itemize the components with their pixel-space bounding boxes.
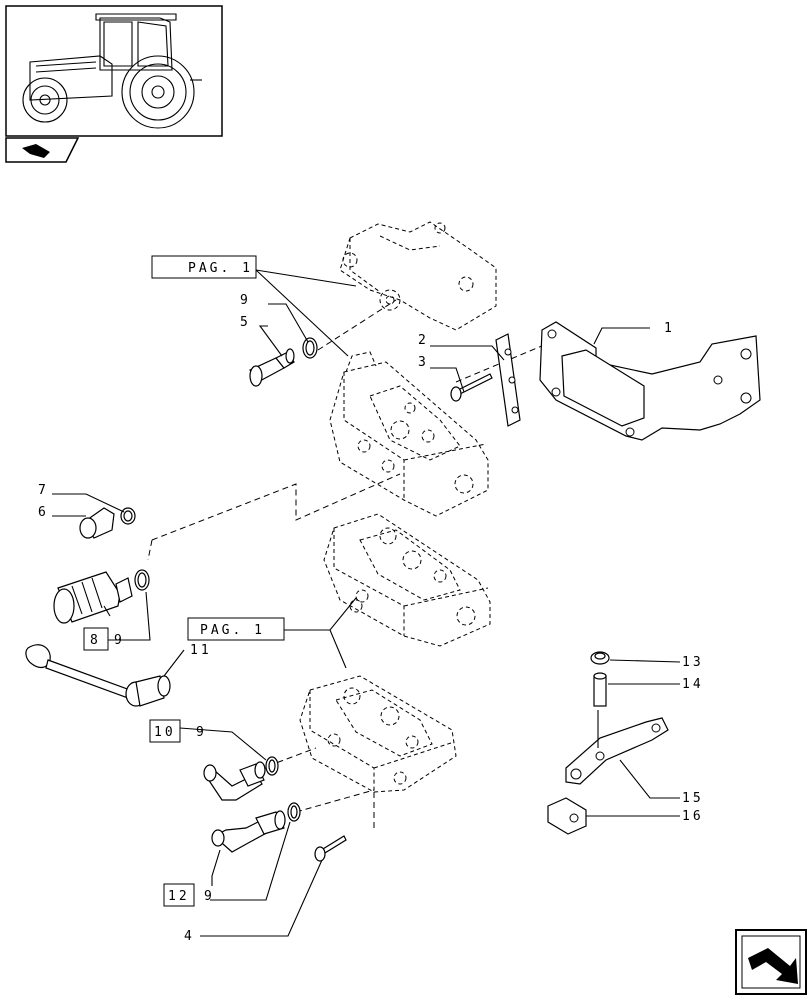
- callout-9-elbow-lower: 9: [204, 889, 215, 904]
- part-9-oring-top[interactable]: [302, 337, 318, 359]
- ref-pag-top-label: PAG. 1: [188, 261, 253, 276]
- leader-lines: [52, 303, 681, 937]
- part-9-oring-elbow-lower[interactable]: [287, 802, 301, 822]
- part-1-bracket[interactable]: [539, 321, 761, 441]
- part-9-oring-elbow[interactable]: [265, 756, 279, 776]
- part-14-pin[interactable]: [593, 672, 607, 707]
- part-3-screw[interactable]: [450, 373, 493, 402]
- callout-7: 7: [38, 483, 49, 498]
- callout-15: 15: [682, 791, 704, 806]
- part-7-washer[interactable]: [120, 507, 136, 525]
- callout-1: 1: [664, 321, 675, 336]
- callout-2: 2: [418, 333, 429, 348]
- callout-6: 6: [38, 505, 49, 520]
- ref-box-pag-top[interactable]: PAG. 1: [151, 255, 257, 279]
- callout-5: 5: [240, 315, 251, 330]
- callout-9: 9: [240, 293, 251, 308]
- callout-14: 14: [682, 677, 704, 692]
- callout-10: 10: [154, 725, 176, 740]
- part-9-oring-coupler[interactable]: [134, 569, 150, 591]
- callout-box-8-9: 8 9: [83, 627, 125, 651]
- valve-top-phantom: [339, 221, 497, 331]
- valve-section-upper-phantom: [329, 351, 489, 517]
- callout-9-elbow: 9: [196, 725, 207, 740]
- part-4-screw[interactable]: [314, 835, 347, 862]
- next-page-arrow-icon[interactable]: [735, 929, 807, 995]
- part-12-elbow[interactable]: [211, 810, 286, 853]
- part-16-block[interactable]: [547, 797, 587, 835]
- callout-16: 16: [682, 809, 704, 824]
- callout-11: 11: [190, 643, 212, 658]
- tractor-thumbnail-icon[interactable]: [5, 5, 223, 137]
- part-13-clip[interactable]: [590, 651, 610, 665]
- valve-section-lower-phantom: [323, 513, 491, 647]
- callout-12: 12: [168, 889, 190, 904]
- callout-8: 8: [90, 633, 101, 648]
- part-10-elbow[interactable]: [203, 761, 266, 801]
- part-15-lever[interactable]: [565, 710, 669, 785]
- part-2-plate[interactable]: [495, 333, 521, 427]
- callout-3: 3: [418, 355, 429, 370]
- callout-13: 13: [682, 655, 704, 670]
- part-5-fitting[interactable]: [249, 348, 295, 387]
- valve-section-bottom-phantom: [299, 675, 457, 793]
- ref-box-pag-mid[interactable]: PAG. 1: [187, 617, 285, 641]
- callout-box-10-9: 10 9: [149, 719, 207, 743]
- callout-box-12-9: 12 9: [163, 883, 215, 907]
- ref-pag-mid-label: PAG. 1: [200, 623, 265, 638]
- part-11-dust-cap[interactable]: [25, 644, 171, 707]
- part-8-coupler[interactable]: [53, 571, 133, 624]
- callout-9-coupler: 9: [114, 633, 125, 648]
- callout-4: 4: [184, 929, 195, 944]
- arrow-nav-icon[interactable]: [5, 137, 80, 163]
- part-6-plug[interactable]: [79, 507, 115, 539]
